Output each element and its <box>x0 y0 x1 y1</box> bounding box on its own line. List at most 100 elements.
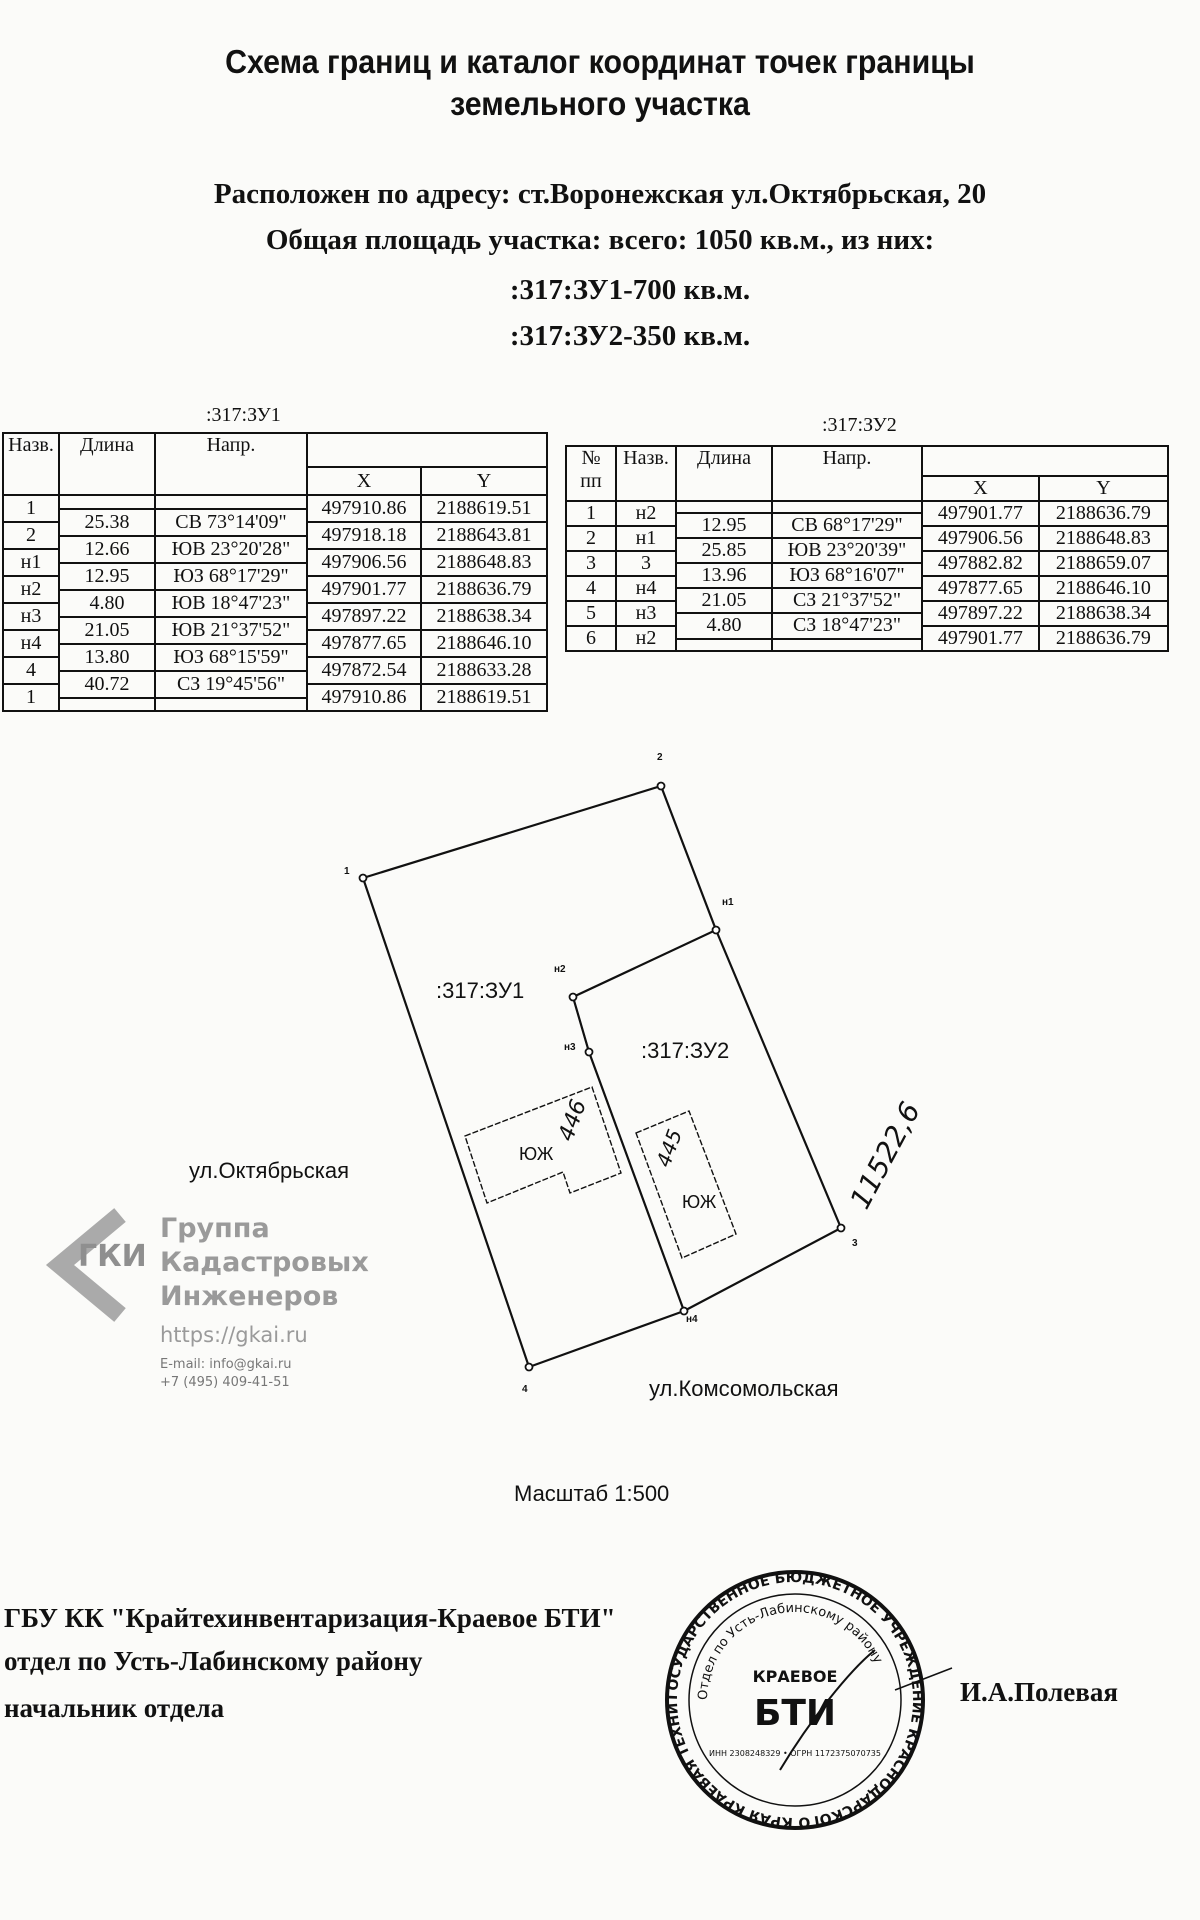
segment-direction: ЮВ 23°20'28" <box>154 534 308 564</box>
watermark-contacts: E-mail: info@gkai.ru +7 (495) 409-41-51 <box>160 1356 292 1392</box>
organization-name: ГБУ КК "Крайтехинвентаризация-Краевое БТ… <box>4 1603 616 1633</box>
building2-label: ЮЖ <box>682 1192 717 1212</box>
col-length: Длина <box>58 432 156 496</box>
point-marker <box>836 1223 846 1233</box>
parcel1-boundary <box>361 784 718 1369</box>
department-name: отдел по Усть-Лабинскому району <box>4 1646 423 1676</box>
point-name: н4 <box>2 629 60 658</box>
point-label-4: 4 <box>522 1384 528 1395</box>
segment-spacer <box>154 696 308 712</box>
point-name: 1 <box>2 683 60 712</box>
segment-length: 40.72 <box>58 669 156 699</box>
watermark-logo <box>45 1208 126 1322</box>
col-name: Назв. <box>615 445 677 502</box>
point-name: н3 <box>2 602 60 631</box>
point-name: н2 <box>615 500 677 527</box>
building2-outline <box>635 1110 737 1259</box>
coord-x: 497901.77 <box>306 575 422 604</box>
parcel2-boundary <box>683 929 843 1312</box>
watermark-text: Группа Кадастровых Инженеров <box>160 1212 369 1314</box>
coord-y: 2188619.51 <box>420 494 548 523</box>
point-marker <box>524 1362 534 1372</box>
point-label-n2: н2 <box>554 964 566 975</box>
official-stamp: ГОСУДАРСТВЕННОЕ БЮДЖЕТНОЕ УЧРЕЖДЕНИЕ КРА… <box>660 1560 953 1830</box>
point-name: 1 <box>2 494 60 523</box>
point-label-3: 3 <box>852 1238 858 1249</box>
coord-y: 2188638.34 <box>1037 600 1170 627</box>
watermark-url: https://gkai.ru <box>160 1323 308 1347</box>
col-direction: Напр. <box>154 432 308 496</box>
total-area: Общая площадь участка: всего: 1050 кв.м.… <box>265 224 935 256</box>
address: Расположен по адресу: ст.Воронежская ул.… <box>213 178 987 210</box>
point-number: 3 <box>565 550 617 577</box>
coord-y: 2188659.07 <box>1037 550 1170 577</box>
point-marker <box>656 781 666 791</box>
point-number: 5 <box>565 600 617 627</box>
stamp-logo-top: КРАЕВОЕ <box>753 1667 838 1686</box>
watermark-line3: Инженеров <box>160 1281 339 1312</box>
segment-direction: ЮВ 18°47'23" <box>154 588 308 618</box>
point-name: н4 <box>615 575 677 602</box>
segment-direction: СЗ 19°45'56" <box>154 669 308 699</box>
coord-y: 2188648.83 <box>420 548 548 577</box>
parcel2-area: :317:ЗУ2-350 кв.м. <box>509 320 751 352</box>
segment-direction: СВ 68°17'29" <box>771 511 923 539</box>
coord-y: 2188646.10 <box>420 629 548 658</box>
parcel2-label: :317:ЗУ2 <box>641 1038 730 1063</box>
point-label-1: 1 <box>344 866 350 877</box>
point-name: н2 <box>2 575 60 604</box>
coord-x: 497918.18 <box>306 521 422 550</box>
coord-x: 497882.82 <box>921 550 1040 577</box>
coord-x: 497897.22 <box>306 602 422 631</box>
table1-label: :317:ЗУ1 <box>206 404 281 426</box>
watermark-line2: Кадастровых <box>160 1247 369 1278</box>
point-name: 3 <box>615 550 677 577</box>
document-title-line2: земельного участка <box>450 85 750 122</box>
segment-spacer <box>675 637 773 652</box>
watermark-email: E-mail: info@gkai.ru <box>160 1357 292 1372</box>
signer-name: И.А.Полевая <box>960 1677 1118 1707</box>
coord-x: 497910.86 <box>306 683 422 712</box>
point-marker <box>358 873 368 883</box>
segment-length: 25.85 <box>675 536 773 564</box>
coord-y: 2188636.79 <box>1037 500 1170 527</box>
parcel1-area: :317:ЗУ1-700 кв.м. <box>509 274 751 306</box>
coord-x: 497906.56 <box>921 525 1040 552</box>
segment-direction: СЗ 18°47'23" <box>771 611 923 640</box>
coord-x: 497877.65 <box>306 629 422 658</box>
coord-x: 497872.54 <box>306 656 422 685</box>
coord-x: 497906.56 <box>306 548 422 577</box>
point-name: н3 <box>615 600 677 627</box>
internal-boundary <box>572 929 717 1312</box>
col-num: № пп <box>565 445 617 502</box>
point-label-n1: н1 <box>722 897 734 908</box>
point-label-n4: н4 <box>686 1314 698 1325</box>
table-row <box>3 696 547 712</box>
segment-length: 13.80 <box>58 642 156 672</box>
segment-length: 21.05 <box>675 586 773 614</box>
coord-y: 2188648.83 <box>1037 525 1170 552</box>
scale-label: Масштаб 1:500 <box>514 1481 670 1506</box>
point-label-2: 2 <box>657 752 663 763</box>
coord-x: 497901.77 <box>921 500 1040 527</box>
coord-y: 2188643.81 <box>420 521 548 550</box>
col-y: Y <box>1037 475 1170 502</box>
